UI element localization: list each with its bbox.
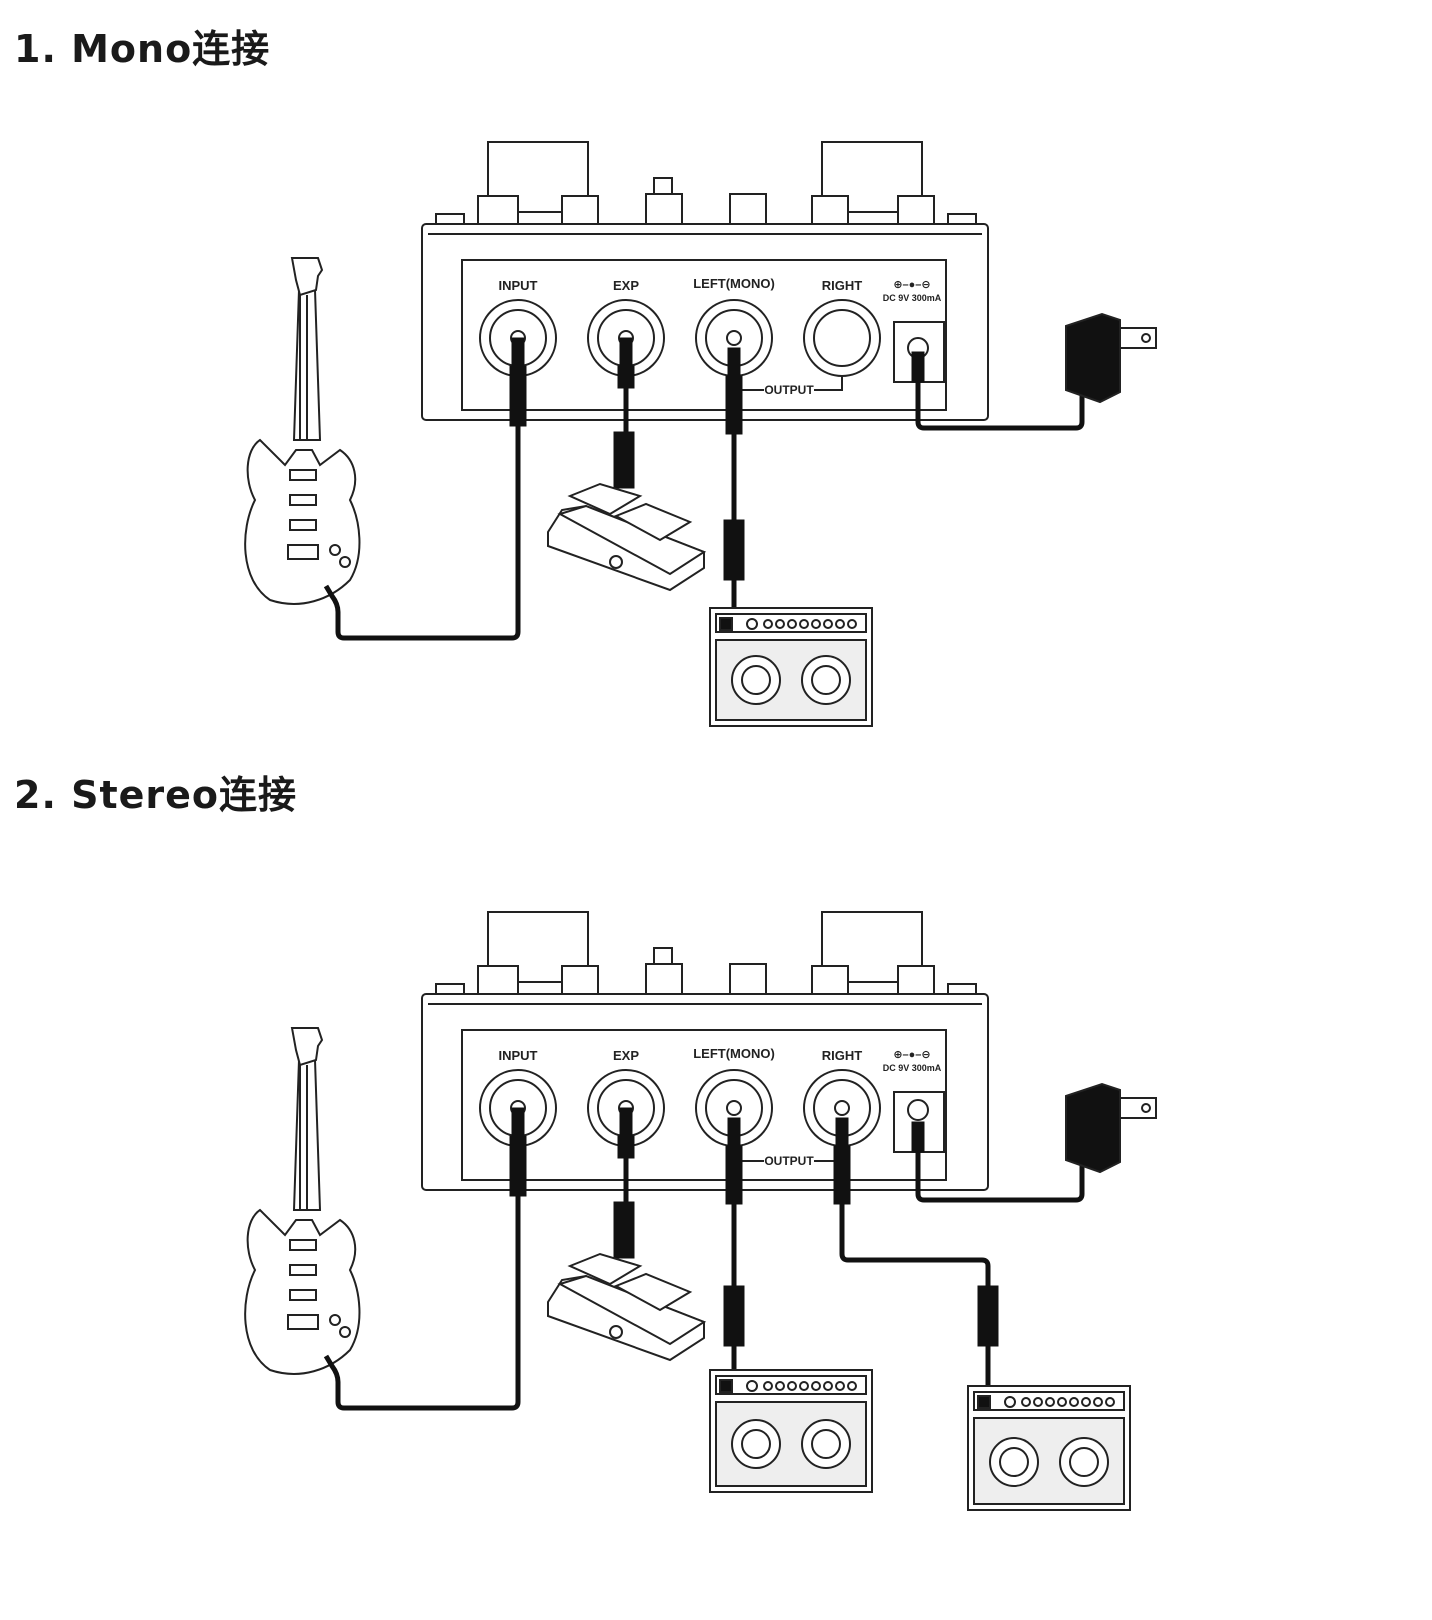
section-title-mono: 1. Mono连接	[14, 27, 271, 71]
mono-connection-diagram: INPUT EXP LEFT(MONO) RIGHT ⊕–●–⊖ DC 9V 3…	[244, 141, 1157, 727]
amplifier-icon	[709, 1369, 873, 1493]
power-cable	[915, 382, 1085, 431]
left-mono-label: LEFT(MONO)	[693, 1046, 775, 1061]
guitar-icon	[244, 257, 361, 605]
right-label: RIGHT	[822, 278, 863, 293]
guitar-cable	[323, 1196, 521, 1411]
guitar-icon	[244, 1027, 361, 1375]
polarity-label: ⊕–●–⊖	[893, 1049, 930, 1061]
left-mono-jack	[695, 299, 773, 377]
right-amp-cable	[839, 1204, 991, 1386]
right-label: RIGHT	[822, 1048, 863, 1063]
power-cable	[915, 1152, 1085, 1203]
guitar-cable	[323, 426, 521, 641]
amplifier-icon	[967, 1385, 1131, 1511]
polarity-label: ⊕–●–⊖	[893, 279, 930, 291]
right-jack	[803, 1069, 881, 1147]
power-adapter-icon	[1065, 1082, 1157, 1174]
input-label: INPUT	[499, 1048, 538, 1063]
right-jack	[803, 299, 881, 377]
output-label: OUTPUT	[764, 383, 814, 397]
power-adapter-icon	[1065, 312, 1157, 404]
section-title-stereo: 2. Stereo连接	[14, 773, 298, 817]
left-mono-label: LEFT(MONO)	[693, 276, 775, 291]
left-mono-jack	[695, 1069, 773, 1147]
exp-label: EXP	[613, 278, 639, 293]
power-rating-label: DC 9V 300mA	[883, 1063, 942, 1073]
expression-pedal-icon	[547, 1252, 707, 1362]
stereo-connection-diagram: INPUT EXP LEFT(MONO) RIGHT ⊕–●–⊖ DC 9V 3…	[244, 911, 1157, 1511]
power-rating-label: DC 9V 300mA	[883, 293, 942, 303]
expression-pedal-icon	[547, 482, 707, 592]
amplifier-icon	[709, 607, 873, 727]
input-label: INPUT	[499, 278, 538, 293]
output-label: OUTPUT	[764, 1154, 814, 1168]
exp-label: EXP	[613, 1048, 639, 1063]
